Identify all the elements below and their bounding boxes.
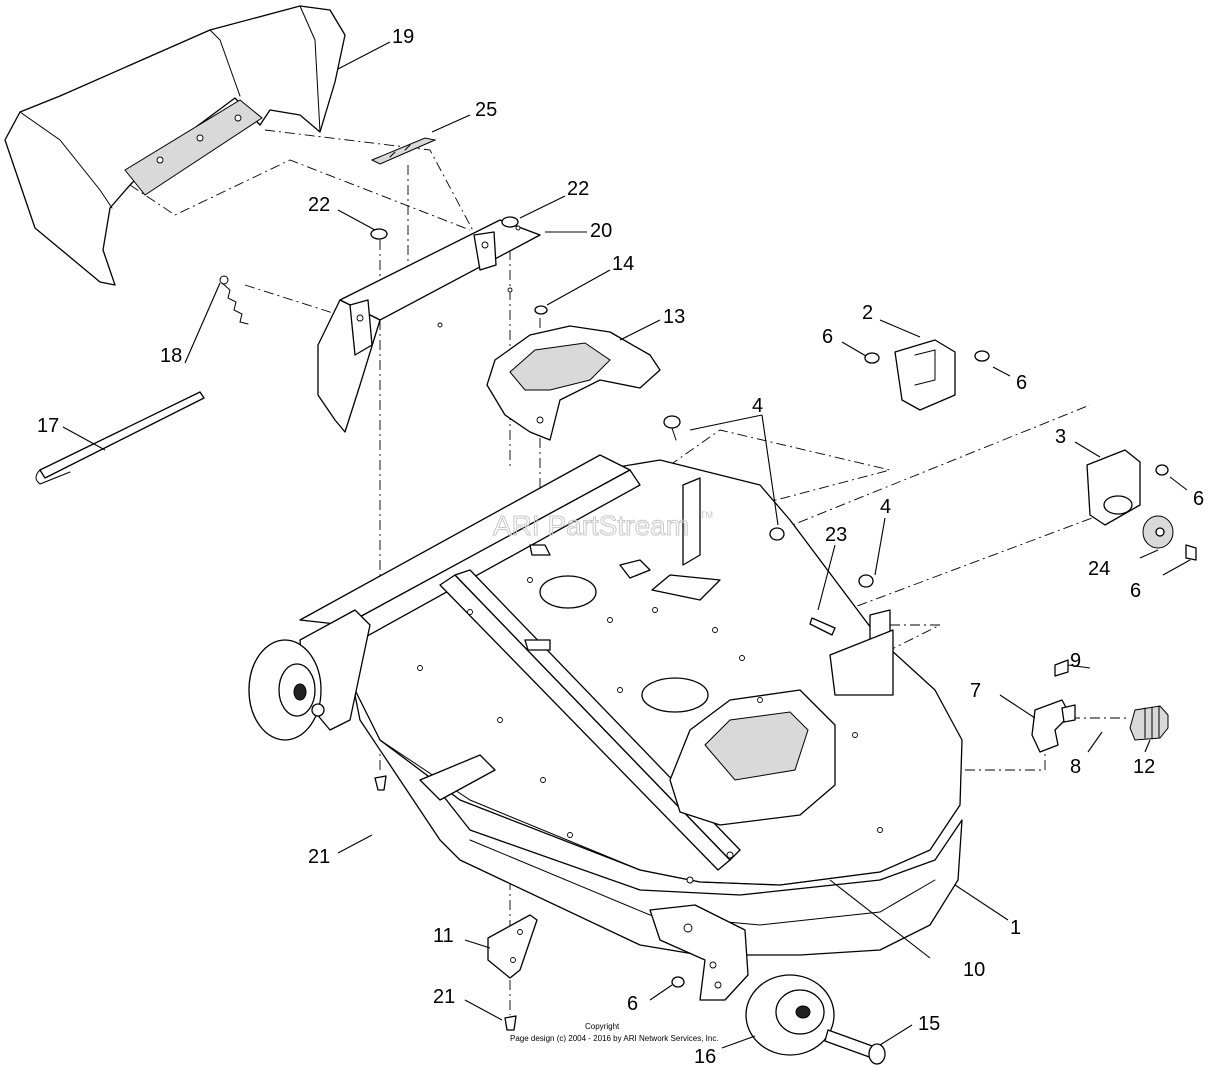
callout-17: 17 [37,415,59,437]
rod-17 [35,391,205,485]
watermark-tm: TM [700,510,713,520]
mulch-cover-13 [486,325,661,441]
callout-4-b: 4 [880,496,891,518]
callout-2: 2 [862,302,873,324]
callout-labels: 19 25 22 22 20 14 13 18 17 2 6 6 4 3 6 2… [37,26,1204,1068]
decal-25 [370,137,437,165]
caster-wheel-16 [649,904,886,1065]
callout-13: 13 [663,306,685,328]
callout-6-b: 6 [1016,372,1027,394]
callout-6-c: 6 [1193,488,1204,510]
callout-18: 18 [160,345,182,367]
footer-page-design: Page design (c) 2004 - 2016 by ARI Netwo… [510,1034,719,1043]
bracket-3 [1086,449,1169,526]
bracket-2 [864,339,990,411]
callout-19: 19 [392,26,414,48]
callout-14: 14 [612,253,634,275]
callout-20: 20 [590,220,612,242]
hardware-bolts [370,216,548,1031]
nut-6-front [671,976,685,988]
leader-lines [62,41,1191,1049]
spring-18 [219,275,249,325]
callout-24: 24 [1088,558,1110,580]
callout-21-top: 21 [308,846,330,868]
callout-23: 23 [825,524,847,546]
callout-6-a: 6 [822,326,833,348]
rear-left-wheel [248,639,325,741]
callout-10: 10 [963,959,985,981]
callout-25: 25 [475,99,497,121]
discharge-chute-19 [4,5,346,286]
callout-6-d: 6 [1130,580,1141,602]
pivot-brackets [663,415,894,696]
copyright-footer: Copyright Page design (c) 2004 - 2016 by… [510,1022,719,1043]
callout-9: 9 [1070,650,1081,672]
deflector-bracket-20 [317,219,541,433]
callout-21-bottom: 21 [433,986,455,1008]
callout-6-e: 6 [627,993,638,1015]
footer-copyright: Copyright [585,1022,620,1031]
callout-11: 11 [433,925,454,947]
callout-22-left: 22 [308,194,330,216]
callout-12: 12 [1133,756,1155,778]
baffle-11 [487,914,538,979]
fitting-assembly [1031,659,1169,753]
mower-deck-shell [299,454,963,956]
spacer-24 [1142,515,1197,561]
callout-16: 16 [694,1046,716,1068]
deck-holes [417,577,883,884]
callout-7: 7 [970,680,981,702]
callout-1: 1 [1010,917,1021,939]
callout-8: 8 [1070,756,1081,778]
watermark: ARI PartStream TM [493,510,714,542]
callout-3: 3 [1055,426,1066,448]
callout-4-a: 4 [752,395,763,417]
watermark-text: ARI PartStream [493,510,689,541]
callout-22-right: 22 [567,178,589,200]
callout-15: 15 [918,1013,940,1035]
